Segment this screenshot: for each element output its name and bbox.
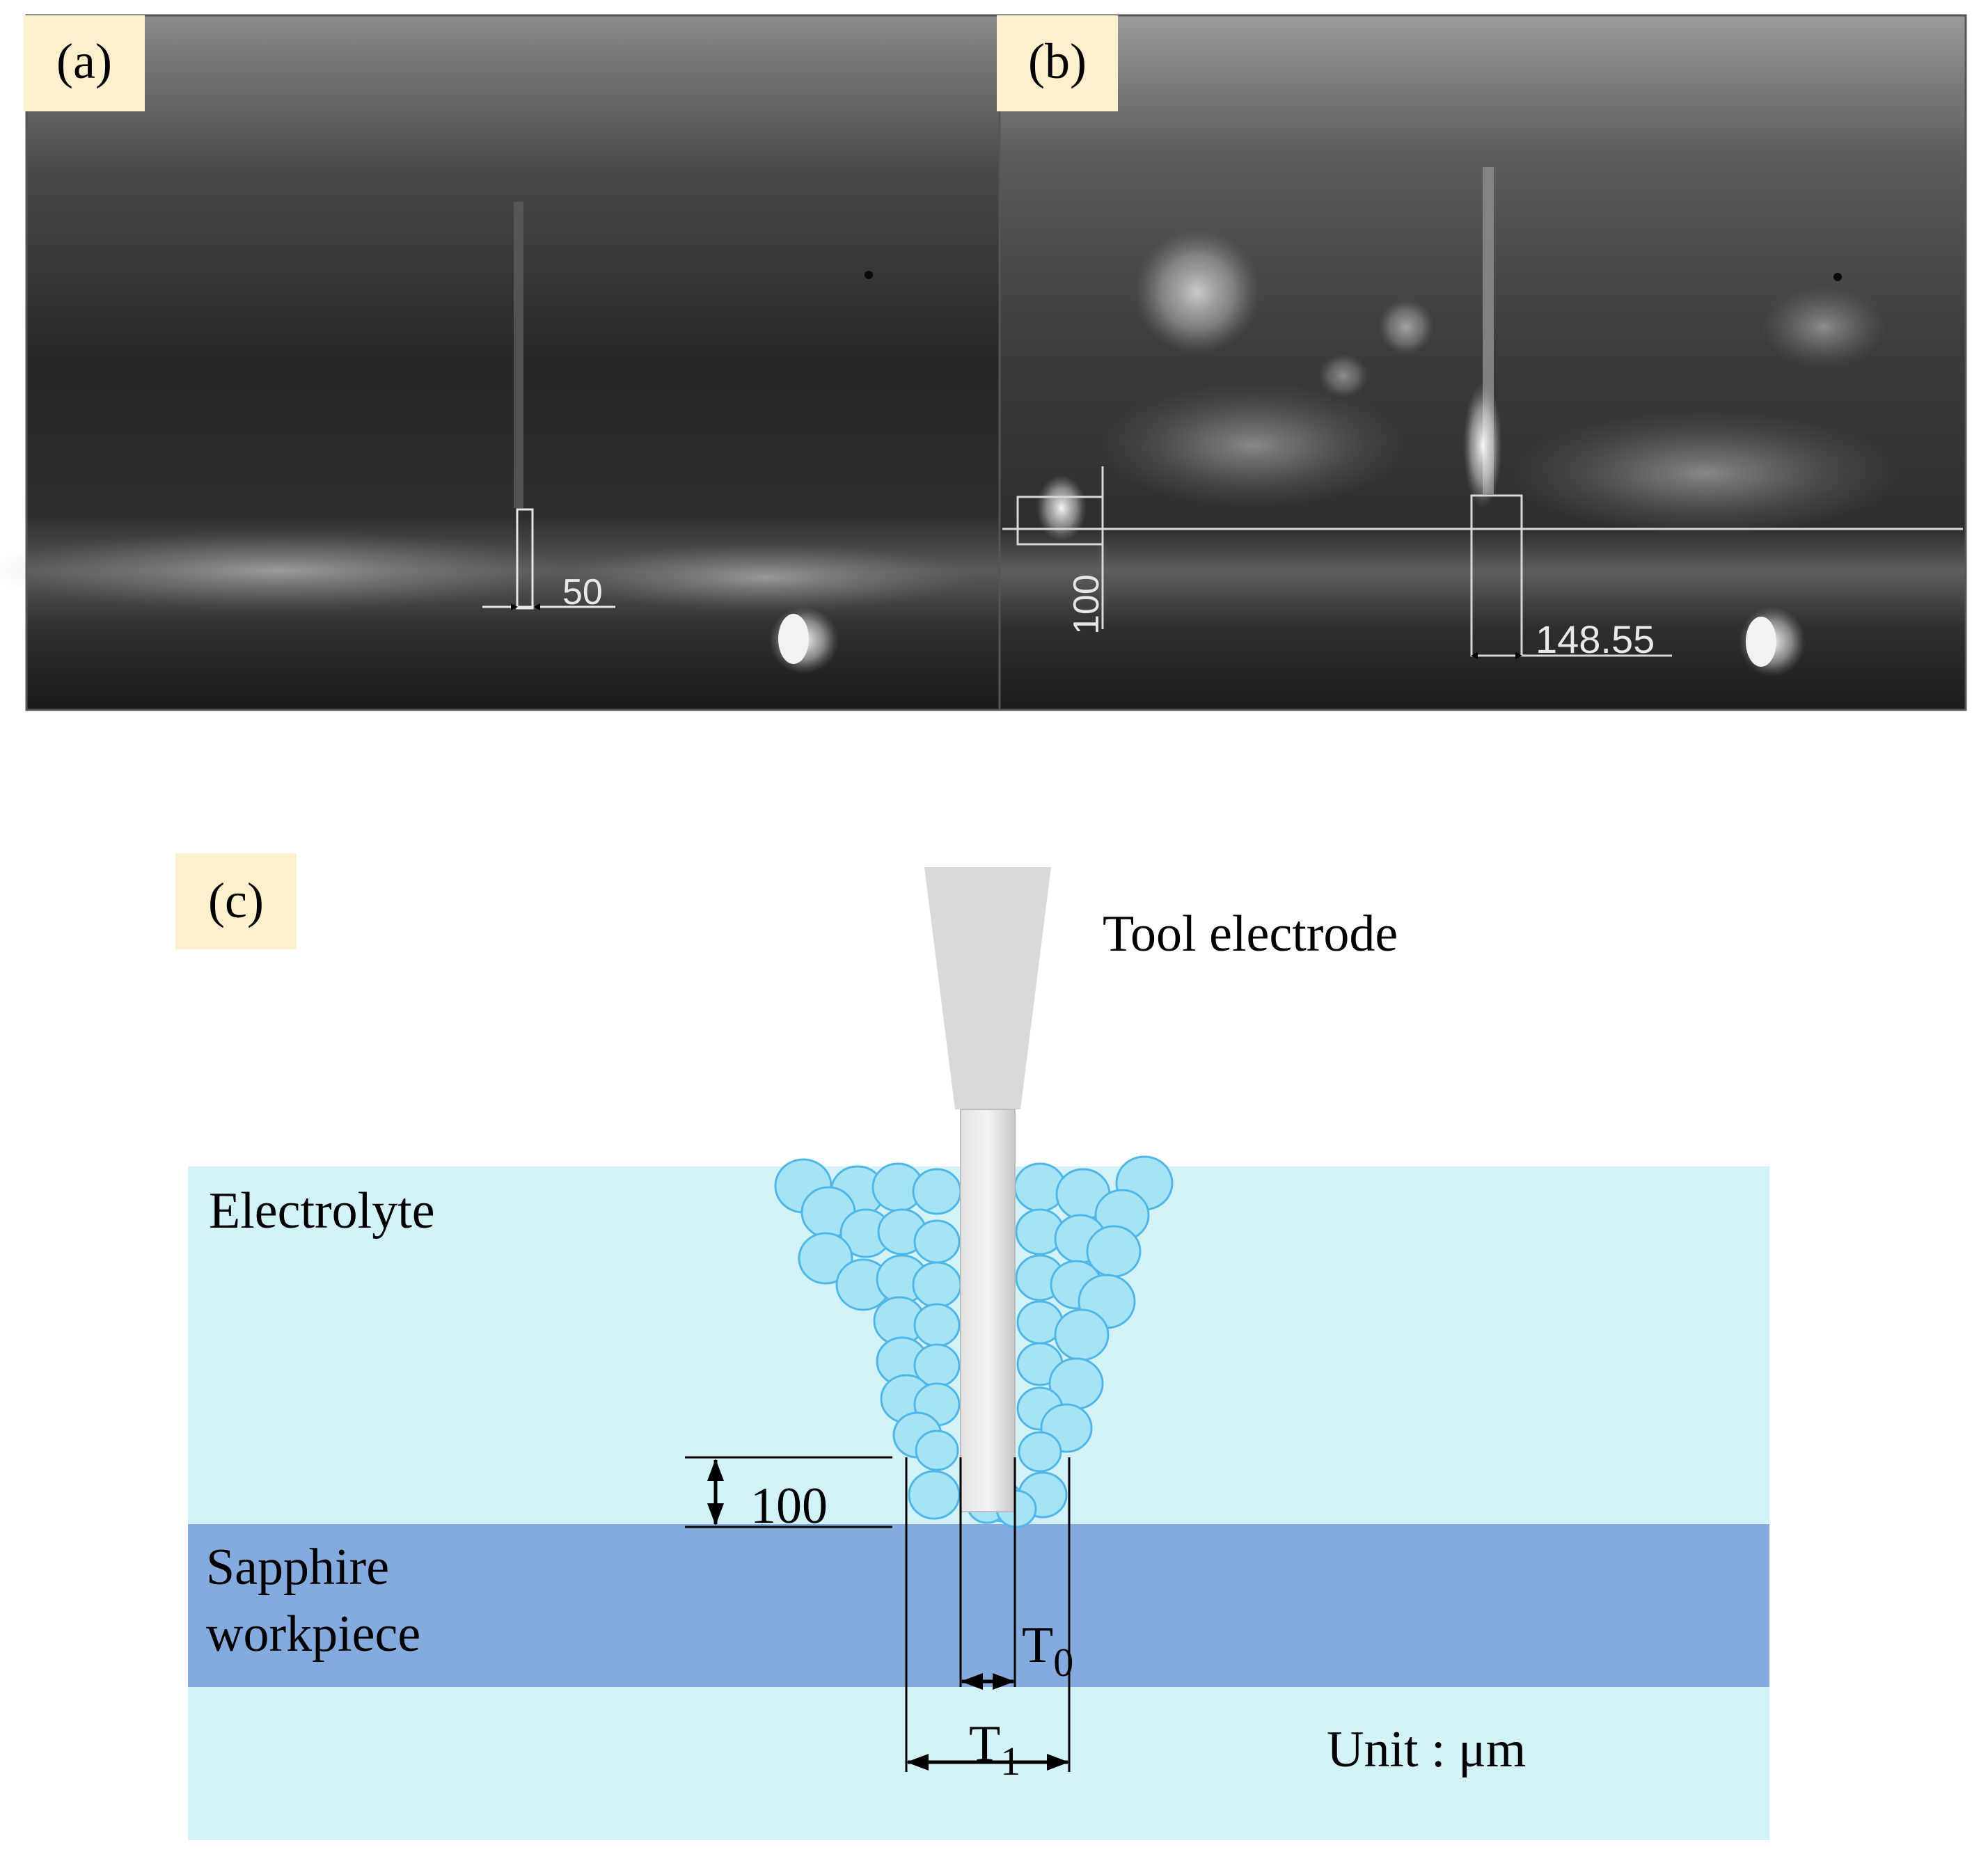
bubble: [908, 1470, 961, 1520]
panel-c: 100 T0 T1 Tool electrode Electrolyte Sap…: [175, 853, 1769, 1840]
t1-label: T1: [969, 1716, 1020, 1784]
panel-b-height-annotation: 100: [1066, 574, 1107, 635]
tool-electrode-label: Tool electrode: [1103, 905, 1398, 963]
bubble: [798, 1232, 853, 1285]
bubble: [912, 1261, 962, 1308]
panel-a: 50 (a): [0, 14, 1001, 711]
tool-electrode-rod: [960, 1109, 1016, 1512]
panel-b-bubble-cloud: [1135, 230, 1260, 355]
sapphire-label-line1: Sapphire: [206, 1539, 389, 1596]
electrolyte-label: Electrolyte: [209, 1182, 435, 1240]
bubble: [1018, 1431, 1062, 1473]
sapphire-label-line2: workpiece: [206, 1606, 420, 1663]
bubble: [1054, 1308, 1110, 1361]
panel-a-label-box: [24, 15, 145, 111]
panel-b: 100 148.55 (b): [997, 14, 1967, 711]
depth-annotation: 100: [750, 1478, 828, 1535]
bubble: [913, 1303, 961, 1347]
bubble: [915, 1430, 959, 1471]
panel-b-left-bubble: [1036, 475, 1087, 541]
panel-a-label: (a): [56, 33, 112, 89]
bubble: [913, 1219, 961, 1264]
panel-c-label-box: [175, 853, 297, 949]
panel-c-label: (c): [208, 873, 264, 928]
bubble: [912, 1168, 962, 1215]
panel-b-label: (b): [1028, 33, 1087, 89]
panel-a-surface-haze: [0, 529, 571, 612]
panel-a-width-annotation: 50: [562, 572, 603, 612]
unit-label: Unit : μm: [1327, 1721, 1526, 1778]
sapphire-workpiece-layer: [188, 1524, 1769, 1687]
panel-a-measure-box: [516, 508, 534, 610]
tool-electrode-taper: [924, 867, 1051, 1109]
panel-a-tool-electrode: [514, 202, 523, 508]
panel-b-label-box: [997, 15, 1118, 111]
panel-b-width-annotation: 148.55: [1536, 617, 1655, 661]
